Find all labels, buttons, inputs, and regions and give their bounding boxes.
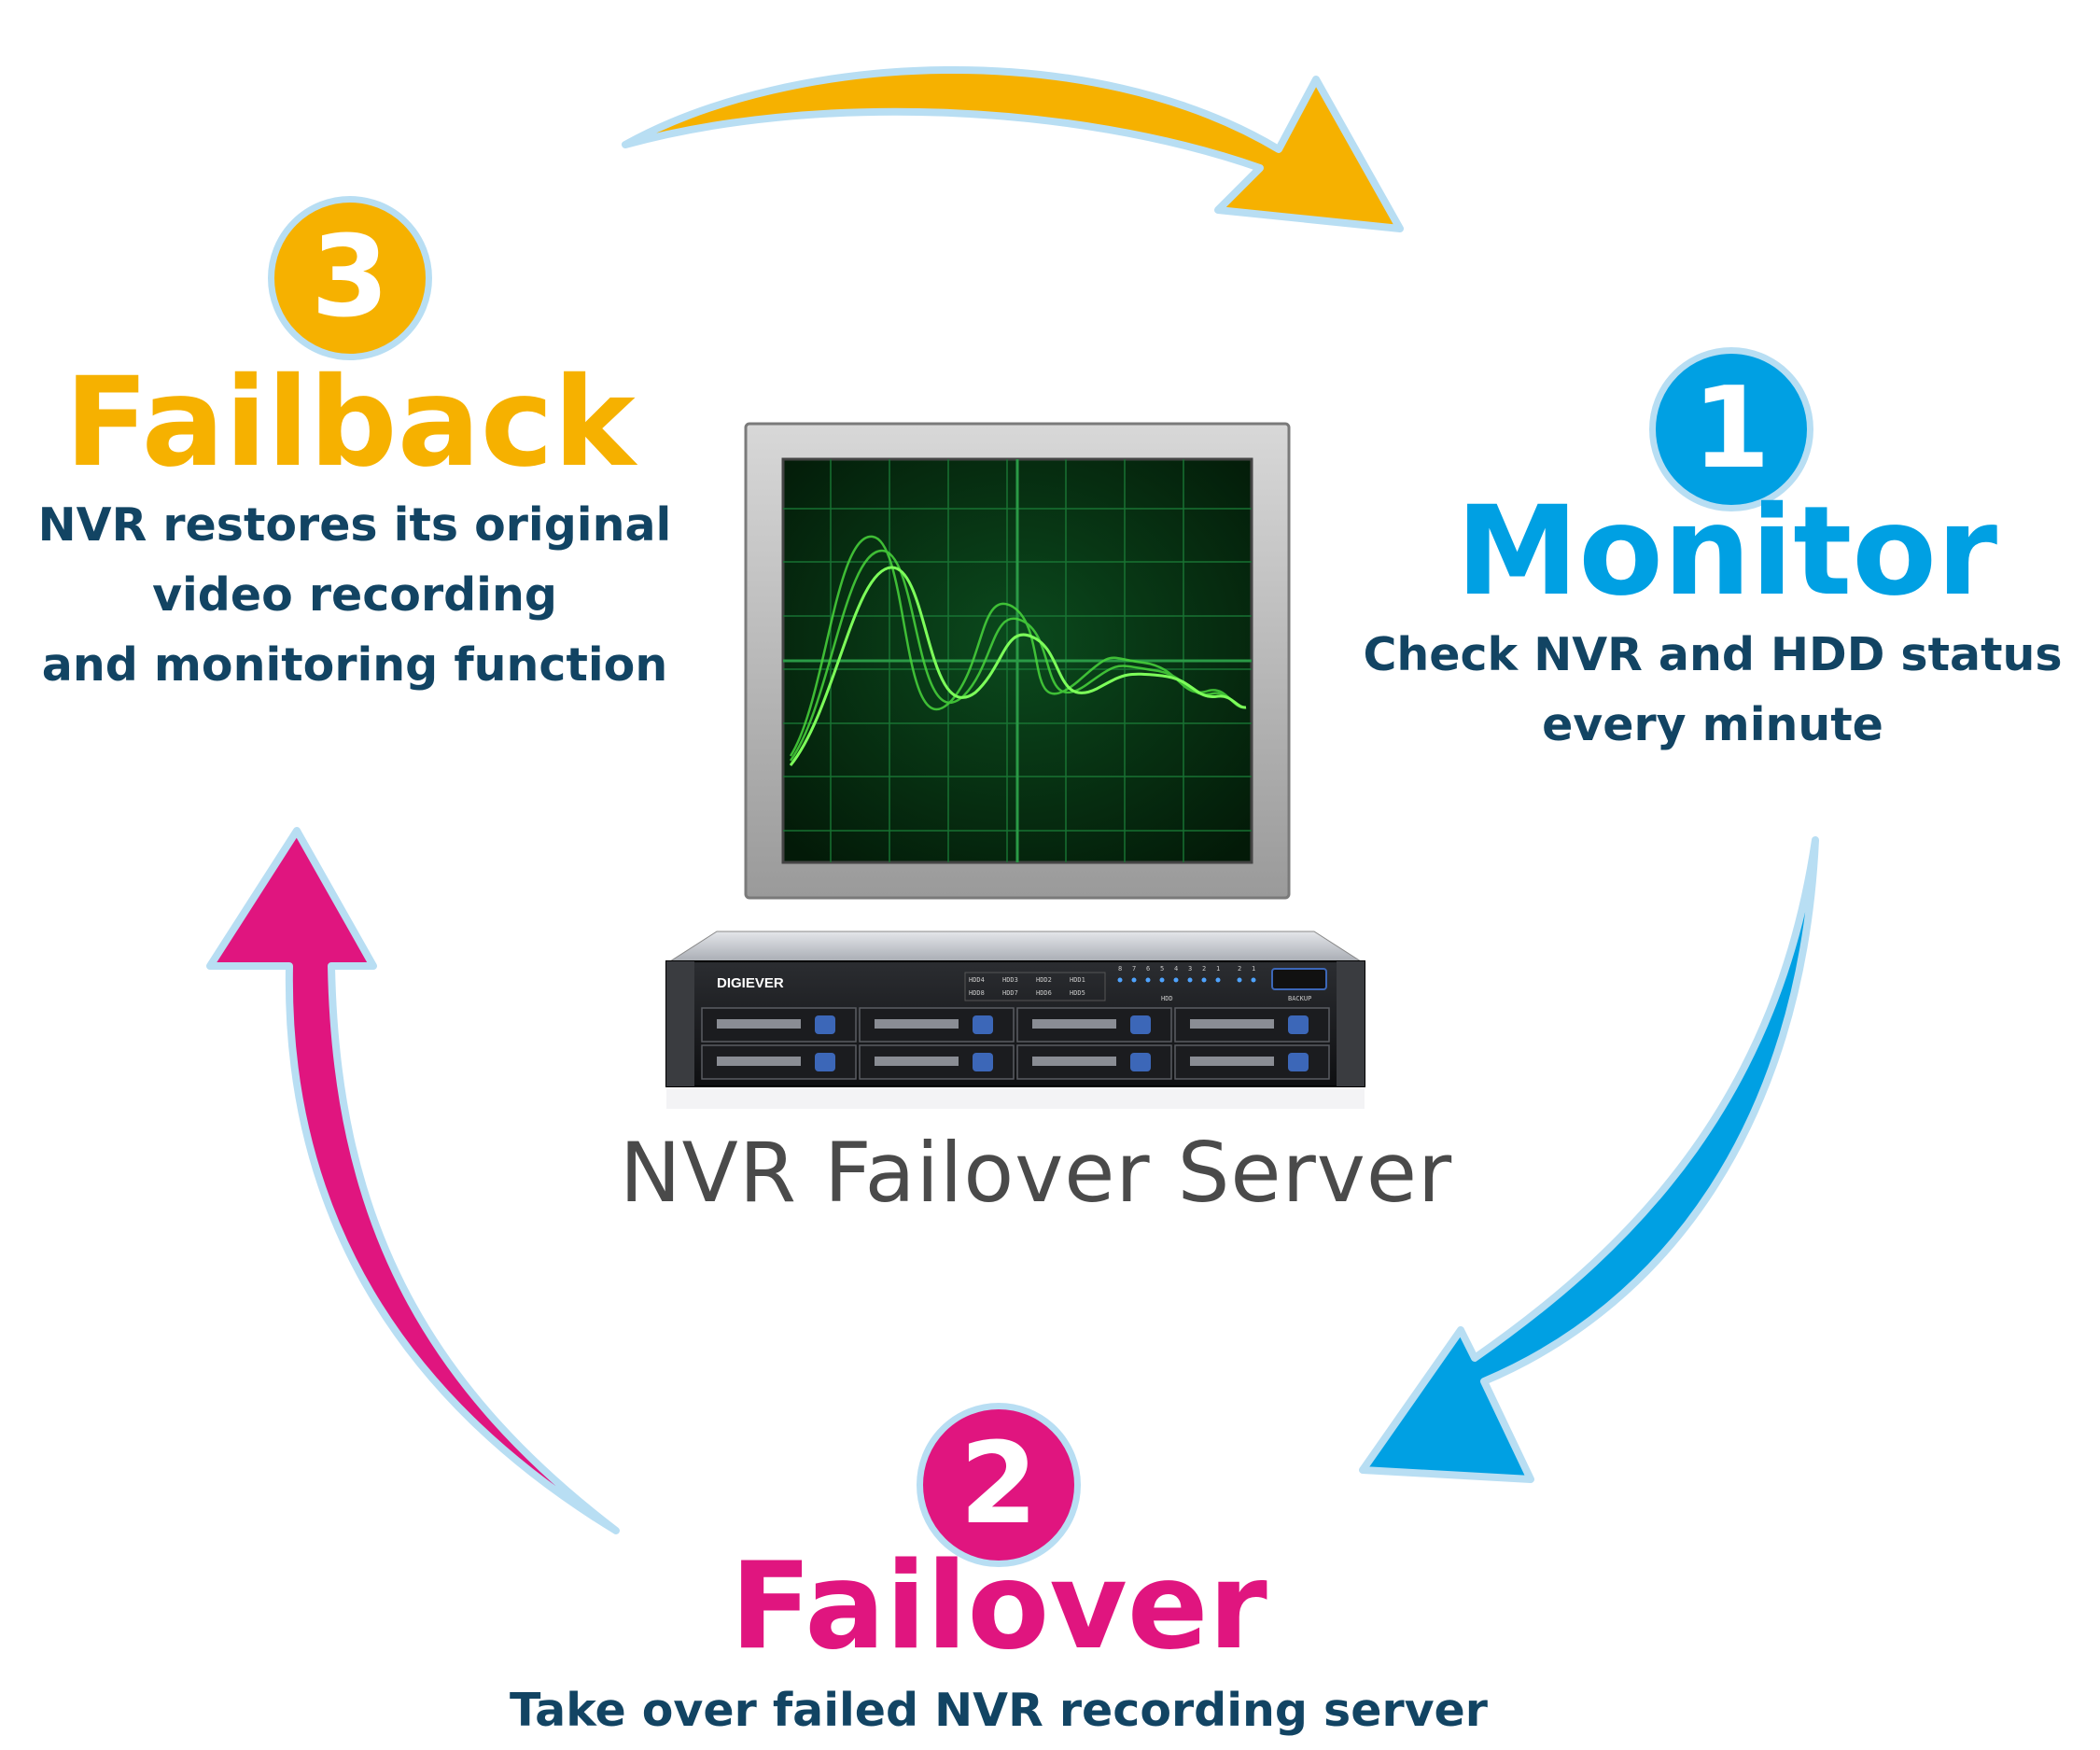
svg-text:1: 1 [1252, 965, 1255, 973]
svg-text:HDD3: HDD3 [1002, 976, 1018, 984]
arrow-failback-to-monitor [622, 66, 1404, 232]
arrow-failover-to-failback [206, 827, 620, 1534]
svg-text:2: 2 [1202, 965, 1206, 973]
step-1-description: Check NVR and HDD status every minute [1363, 628, 2063, 751]
step-2-number-badge: 2 [917, 1403, 1081, 1567]
svg-text:HDD2: HDD2 [1036, 976, 1052, 984]
arrow-monitor-to-failover [1359, 836, 1819, 1483]
step-2-title: Failover [730, 1537, 1267, 1676]
server-brand-label: DIGIEVER [717, 975, 784, 991]
svg-text:1: 1 [1216, 965, 1220, 973]
svg-text:HDD8: HDD8 [969, 989, 985, 997]
svg-text:HDD4: HDD4 [969, 976, 985, 984]
backup-button [1271, 968, 1327, 990]
svg-text:BACKUP: BACKUP [1288, 995, 1311, 1002]
svg-text:HDD: HDD [1161, 995, 1173, 1002]
svg-text:8: 8 [1118, 965, 1122, 973]
step-1-title: Monitor [1455, 480, 1998, 623]
rack-server-icon: DIGIEVER [665, 931, 1365, 1109]
svg-text:HDD7: HDD7 [1002, 989, 1018, 997]
step-1-number-badge: 1 [1649, 347, 1813, 511]
status-led-panel: HDD4 HDD3 HDD2 HDD1 HDD8 HDD7 HDD6 HDD5 … [964, 965, 1311, 1002]
monitor-screen-icon [744, 422, 1291, 900]
step-3-title: Failback [64, 351, 636, 495]
step-3-number-badge: 3 [268, 196, 432, 360]
step-2-description: Take over failed NVR recording server [510, 1684, 1488, 1737]
step-3-description: NVR restores its original video recordin… [37, 498, 672, 692]
drive-bays [701, 1007, 1330, 1080]
svg-text:HDD1: HDD1 [1070, 976, 1085, 984]
svg-text:HDD6: HDD6 [1036, 989, 1052, 997]
svg-text:6: 6 [1146, 965, 1150, 973]
svg-text:4: 4 [1174, 965, 1178, 973]
svg-text:5: 5 [1160, 965, 1164, 973]
server-caption: NVR Failover Server [619, 1125, 1453, 1221]
svg-text:2: 2 [1238, 965, 1241, 973]
svg-text:HDD5: HDD5 [1070, 989, 1085, 997]
svg-text:7: 7 [1132, 965, 1136, 973]
svg-text:3: 3 [1188, 965, 1192, 973]
